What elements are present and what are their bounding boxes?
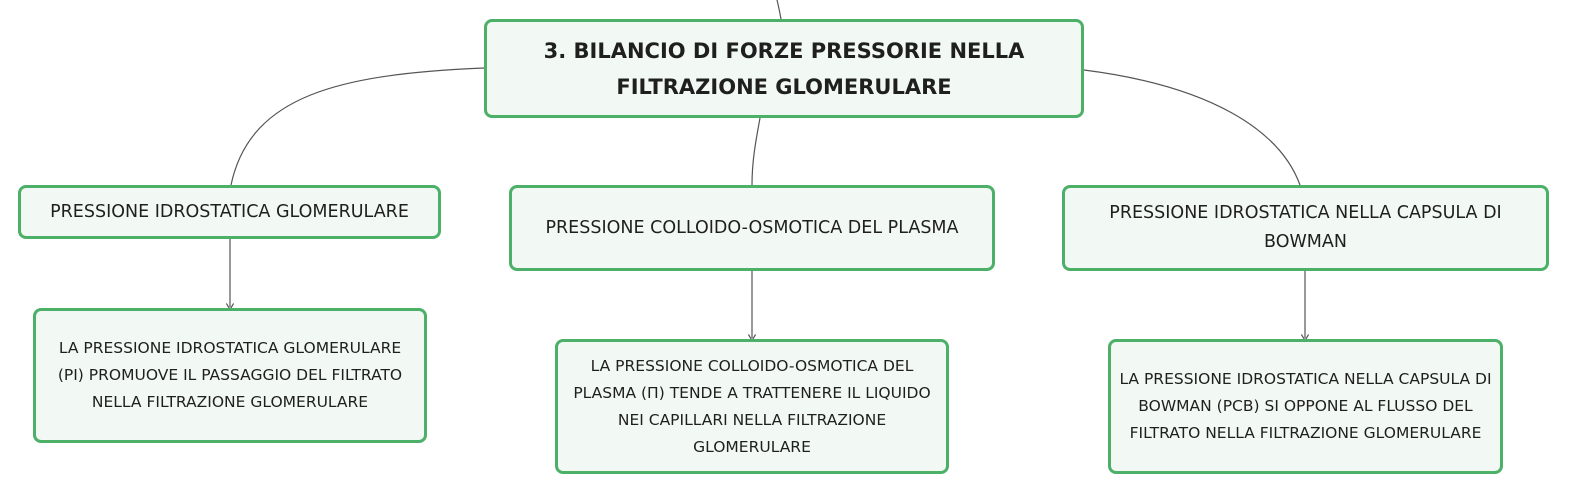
- detail-node-plasma-colloid-osmotic-pressure[interactable]: LA PRESSIONE COLLOIDO-OSMOTICA DEL PLASM…: [555, 339, 949, 474]
- connector-root-to-node-c: [1083, 69, 1301, 186]
- detail-text: LA PRESSIONE IDROSTATICA GLOMERULARE (PI…: [57, 339, 403, 411]
- topic-node-glomerular-hydrostatic-pressure[interactable]: PRESSIONE IDROSTATICA GLOMERULARE: [18, 185, 441, 239]
- detail-text: LA PRESSIONE COLLOIDO-OSMOTICA DEL PLASM…: [573, 356, 931, 456]
- topic-label: PRESSIONE IDROSTATICA NELLA CAPSULA DI B…: [1109, 203, 1502, 252]
- topic-label: PRESSIONE IDROSTATICA GLOMERULARE: [50, 201, 409, 222]
- topic-node-bowman-capsule-hydrostatic-pressure[interactable]: PRESSIONE IDROSTATICA NELLA CAPSULA DI B…: [1062, 185, 1549, 271]
- topic-label: PRESSIONE COLLOIDO-OSMOTICA DEL PLASMA: [545, 217, 959, 238]
- connector-root-to-node-a: [230, 67, 485, 186]
- detail-node-bowman-capsule-hydrostatic-pressure[interactable]: LA PRESSIONE IDROSTATICA NELLA CAPSULA D…: [1108, 339, 1503, 474]
- detail-text: LA PRESSIONE IDROSTATICA NELLA CAPSULA D…: [1119, 370, 1492, 442]
- root-topic-node[interactable]: 3. BILANCIO DI FORZE PRESSORIE NELLA FIL…: [484, 19, 1084, 118]
- connector-incoming-root: [776, 0, 782, 20]
- topic-node-plasma-colloid-osmotic-pressure[interactable]: PRESSIONE COLLOIDO-OSMOTICA DEL PLASMA: [509, 185, 995, 271]
- root-topic-title: 3. BILANCIO DI FORZE PRESSORIE NELLA FIL…: [543, 38, 1025, 99]
- detail-node-glomerular-hydrostatic-pressure[interactable]: LA PRESSIONE IDROSTATICA GLOMERULARE (PI…: [33, 308, 427, 443]
- connector-root-to-node-b: [751, 117, 761, 186]
